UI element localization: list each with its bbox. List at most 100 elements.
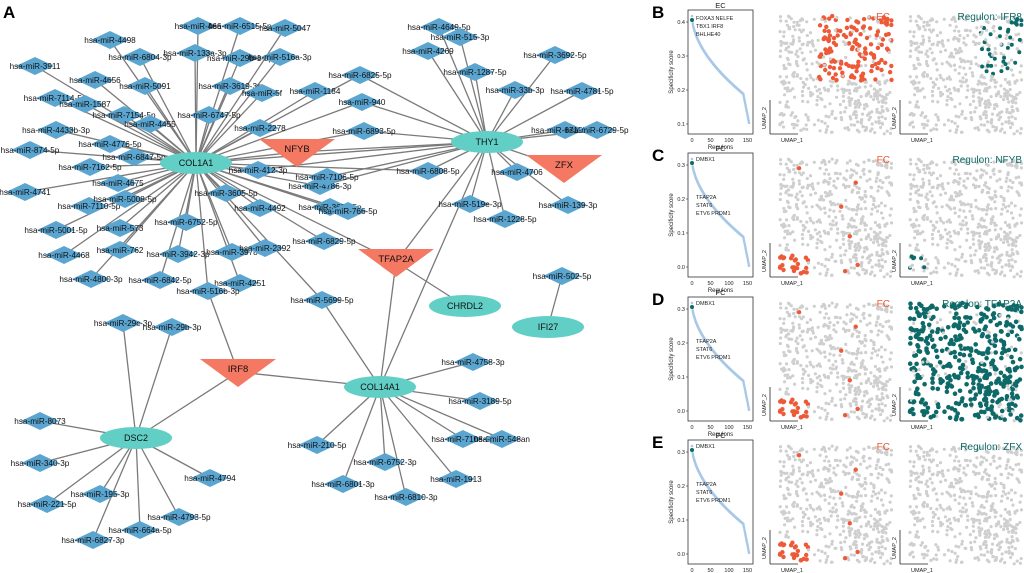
- mirna-node: hsa-miR-3605-5p: [194, 184, 258, 202]
- umap-cell: [867, 15, 871, 19]
- umap-cell: [818, 310, 822, 314]
- umap-cell: [827, 160, 831, 164]
- umap-cell: [875, 378, 879, 382]
- umap-cell: [1005, 209, 1010, 213]
- mirna-diamond: [305, 232, 343, 250]
- umap-cell: [879, 555, 883, 560]
- umap-cell: [1010, 387, 1015, 392]
- umap-cell: [805, 43, 810, 47]
- mirna-node: hsa-miR-502-5p: [533, 267, 592, 285]
- y-tick-label: 0.1: [677, 122, 685, 128]
- regulon-label: Regulon: TFAP2A: [942, 299, 1022, 310]
- umap-cell: [980, 360, 984, 364]
- umap-cell: [817, 218, 821, 222]
- umap-cell: [883, 547, 888, 551]
- umap-cell: [968, 172, 972, 176]
- umap-cell: [822, 55, 826, 59]
- umap-cell: [789, 329, 793, 333]
- y-tick-label: 0.2: [677, 341, 685, 347]
- umap-cell: [869, 194, 873, 199]
- umap-cell: [845, 169, 849, 173]
- umap-cell: [799, 219, 803, 224]
- umap-cell: [985, 350, 991, 356]
- umap-cell: [823, 477, 828, 482]
- umap-cell: [884, 176, 888, 180]
- umap-cell: [855, 458, 859, 462]
- umap-cell: [797, 36, 801, 40]
- umap-cell: [831, 80, 835, 84]
- umap-cell: [791, 374, 795, 378]
- umap-x-label: UMAP_1: [911, 425, 933, 431]
- umap-cell: [910, 550, 915, 554]
- x-tick-label: 50: [707, 568, 713, 573]
- umap-cell: [826, 554, 830, 559]
- umap-cell: [830, 301, 834, 305]
- mirna-diamond: [105, 106, 143, 124]
- umap-cell: [953, 29, 957, 33]
- umap-cell: [801, 510, 805, 514]
- umap-cell: [989, 360, 994, 366]
- umap-cell: [974, 178, 978, 182]
- umap-cell: [984, 246, 989, 250]
- umap-cell: [968, 397, 973, 402]
- umap-cell: [1019, 270, 1023, 274]
- umap-cell: [854, 306, 859, 310]
- top-regulon-label: ETV6 PRDM1: [696, 355, 731, 361]
- network-edge: [84, 103, 197, 164]
- umap-cell: [940, 378, 945, 384]
- umap-cell: [984, 69, 989, 74]
- umap-cell: [1011, 503, 1015, 507]
- umap-cell: [883, 348, 887, 352]
- umap-cell: [984, 181, 988, 185]
- umap-cell: [1007, 80, 1011, 84]
- umap-cell: [935, 163, 939, 167]
- umap-cell: [859, 551, 864, 555]
- umap-cell: [1015, 93, 1020, 97]
- umap-cell: [864, 35, 870, 41]
- umap-cell: [989, 494, 993, 498]
- umap-cell: [943, 191, 948, 195]
- umap-scatter: [777, 444, 894, 566]
- mirna-node: hsa-miR-5699-5p: [290, 291, 354, 309]
- umap-cell: [828, 102, 832, 106]
- umap-cell: [878, 35, 882, 40]
- umap-cell: [973, 342, 978, 347]
- umap-cell: [878, 465, 882, 470]
- umap-cell: [856, 207, 860, 211]
- umap-cell: [849, 410, 853, 414]
- umap-cell: [946, 118, 951, 122]
- umap-cell: [884, 320, 888, 324]
- umap-cell: [781, 512, 786, 516]
- umap-cell: [1015, 272, 1019, 276]
- umap-cell: [806, 40, 810, 44]
- umap-cell: [917, 45, 921, 49]
- umap-cell: [872, 527, 876, 532]
- umap-cell: [879, 42, 884, 47]
- umap-cell: [778, 530, 782, 535]
- umap-cell: [964, 502, 968, 506]
- umap-cell: [984, 259, 988, 263]
- mirna-diamond: [324, 475, 362, 493]
- umap-cell: [806, 118, 811, 122]
- umap-cell: [959, 417, 964, 422]
- umap-cell: [868, 321, 872, 325]
- umap-cell: [839, 61, 844, 66]
- umap-cell: [836, 489, 840, 493]
- umap-cell: [989, 238, 993, 242]
- umap-cell: [880, 473, 884, 477]
- umap-cell: [885, 416, 889, 420]
- umap-cell: [995, 235, 999, 239]
- umap-cell: [1000, 207, 1004, 211]
- umap-cell: [859, 221, 863, 226]
- umap-cell: [888, 38, 892, 42]
- umap-cell: [779, 19, 783, 23]
- umap-cell: [782, 497, 787, 501]
- x-tick-label: 150: [743, 138, 752, 144]
- umap-cell: [985, 42, 989, 46]
- umap-cell: [882, 419, 886, 423]
- umap-cell: [859, 264, 864, 268]
- umap-cell: [928, 47, 932, 51]
- umap-cell: [778, 173, 782, 177]
- umap-cell: [824, 24, 829, 29]
